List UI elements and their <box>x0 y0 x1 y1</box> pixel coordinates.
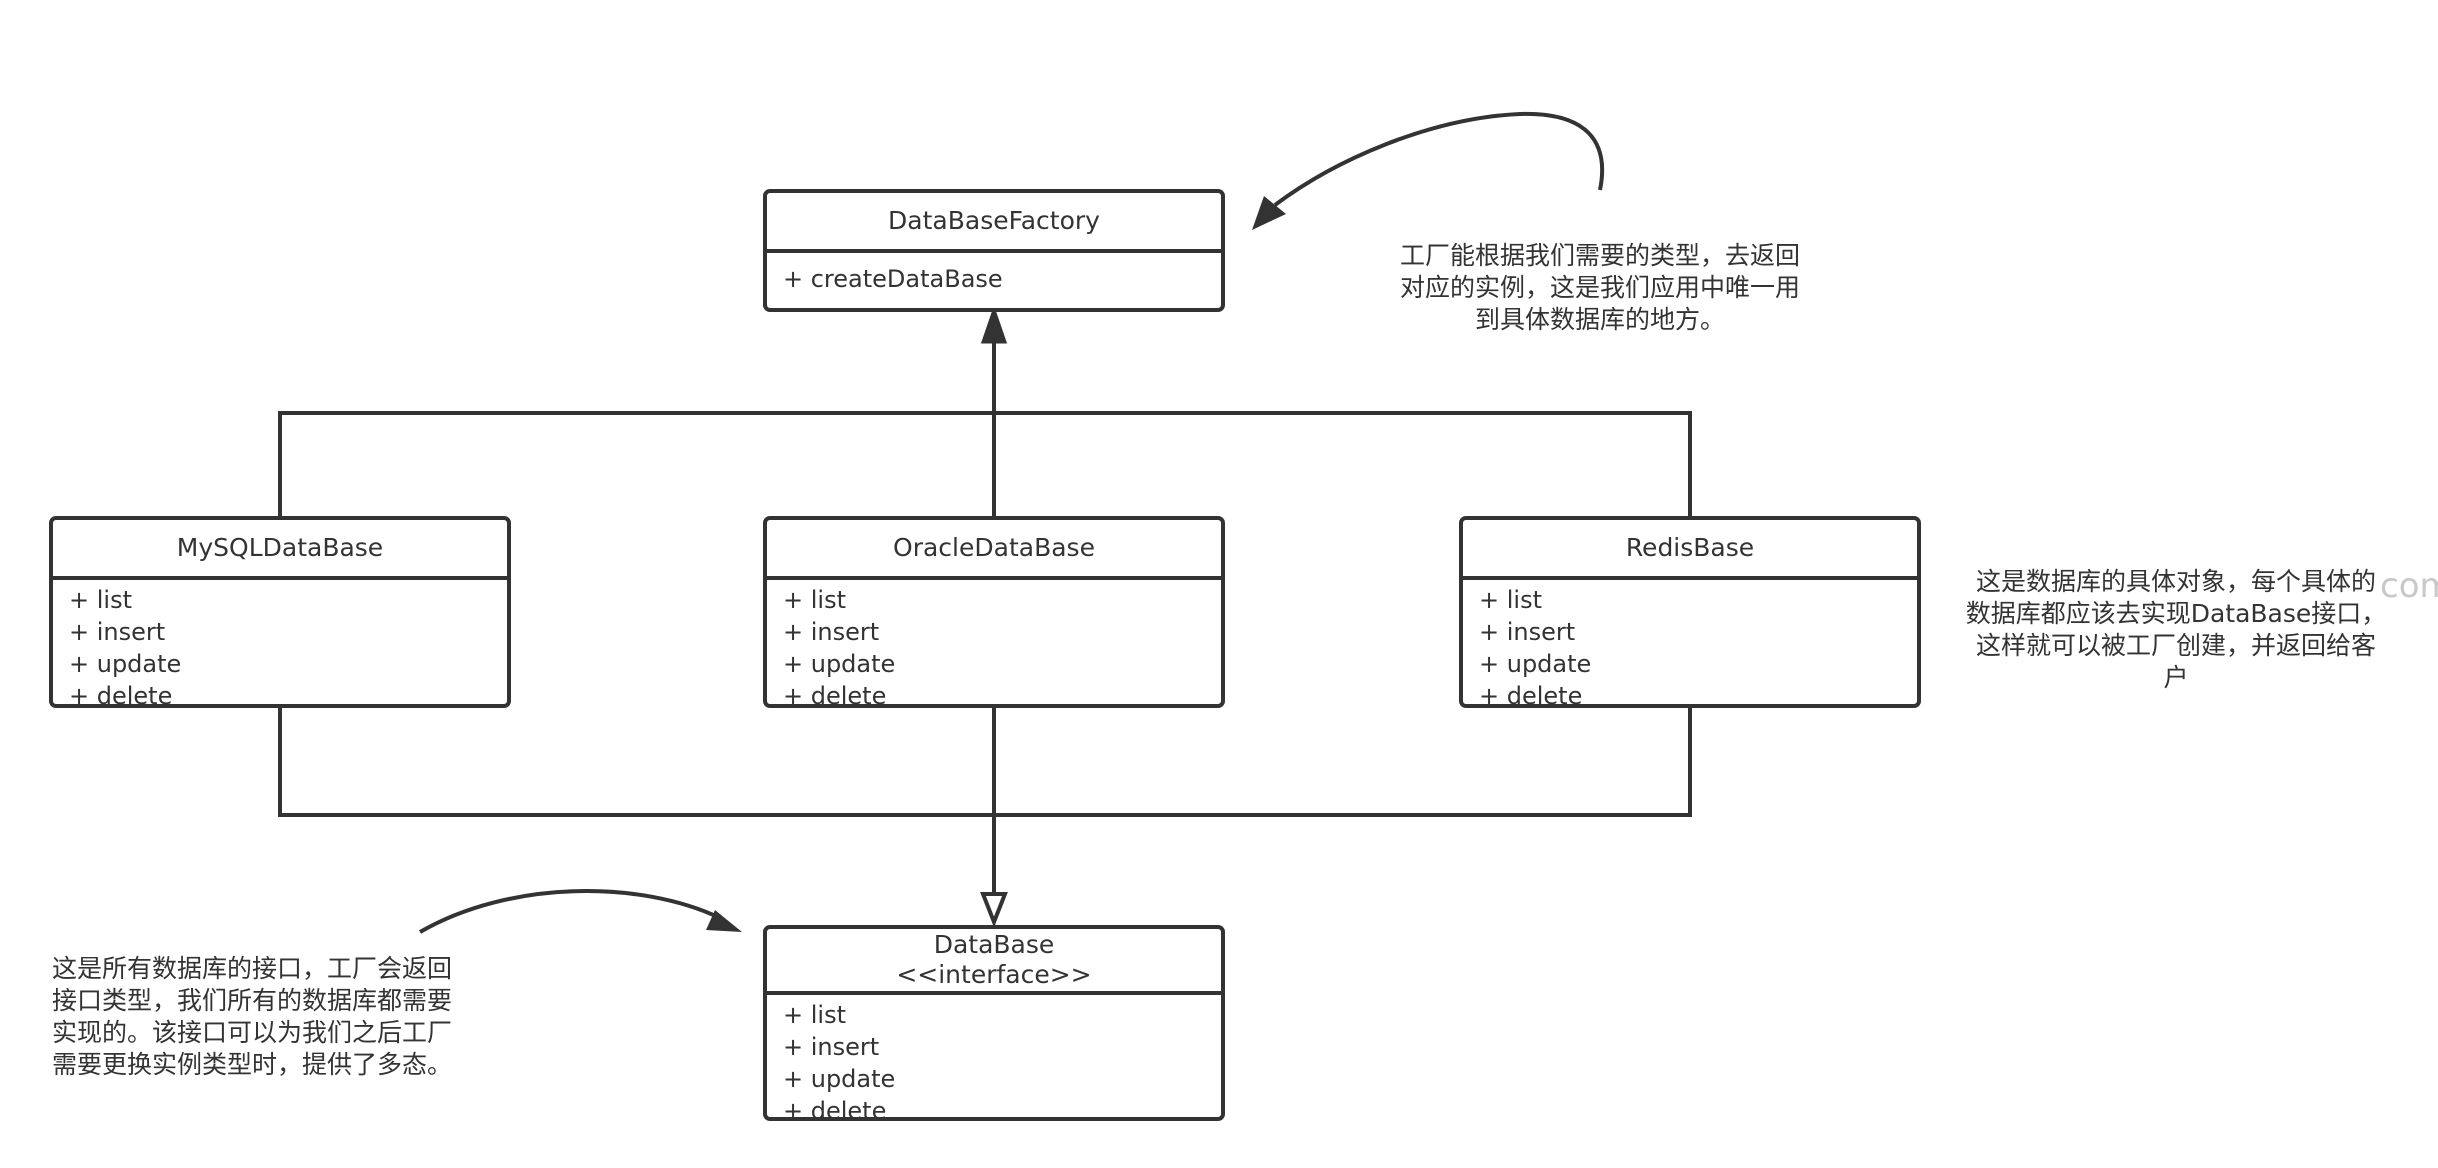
operation-item: + insert <box>783 618 880 646</box>
operation-item: + delete <box>783 1097 887 1125</box>
operations-list: + list + insert + update + delete <box>1463 580 1917 712</box>
class-name: OracleDataBase <box>893 533 1095 562</box>
class-redisbase[interactable]: RedisBase + list + insert + update + del… <box>1459 516 1921 710</box>
class-stereotype: <<interface>> <box>896 960 1092 989</box>
class-header: MySQLDataBase <box>53 520 507 580</box>
factory-note-arrowhead <box>1252 196 1286 230</box>
realization-triangle <box>980 892 1008 928</box>
operation-item: + update <box>783 1065 896 1093</box>
operation-item: + insert <box>69 618 166 646</box>
operations-list: + list + insert + update + delete <box>767 995 1221 1127</box>
class-name: RedisBase <box>1625 533 1755 562</box>
operation-item: + list <box>1479 586 1542 614</box>
operations-list: + list + insert + update + delete <box>767 580 1221 712</box>
watermark: com <box>2380 566 2438 606</box>
class-oracledatabase[interactable]: OracleDataBase + list + insert + update … <box>763 516 1225 710</box>
operation-item: + delete <box>69 682 173 710</box>
lower-bus-line <box>278 708 1692 817</box>
operation-item: + update <box>1479 650 1592 678</box>
factory-note: 工厂能根据我们需要的类型，去返回对应的实例，这是我们应用中唯一用到具体数据库的地… <box>1399 241 1800 334</box>
operation-item: + list <box>783 1001 846 1029</box>
operations-list: + list + insert + update + delete <box>53 580 507 712</box>
interface-note-curve <box>419 889 721 934</box>
interface-note: 这是所有数据库的接口，工厂会返回接口类型，我们所有的数据库都需要实现的。该接口可… <box>52 954 453 1079</box>
operation-item: + delete <box>783 682 887 710</box>
class-header: DataBaseFactory <box>767 193 1221 253</box>
class-name: MySQLDataBase <box>176 533 384 562</box>
upper-bus-line <box>278 411 1692 516</box>
operation-item: + insert <box>783 1033 880 1061</box>
class-name: DataBaseFactory <box>888 206 1100 235</box>
interface-database[interactable]: DataBase <<interface>> + list + insert +… <box>763 925 1225 1125</box>
factory-arrowhead <box>980 305 1008 344</box>
operation-item: + list <box>783 586 846 614</box>
operation-item: + insert <box>1479 618 1576 646</box>
class-mysqldatabase[interactable]: MySQLDataBase + list + insert + update +… <box>49 516 511 710</box>
operation-item: + update <box>69 650 182 678</box>
implementation-note: 这是数据库的具体对象，每个具体的数据库都应该去实现DataBase接口，这样就可… <box>1965 567 2387 692</box>
interface-note-arrowhead <box>706 910 742 932</box>
class-name: DataBase <box>933 930 1055 959</box>
operations-list: + createDataBase <box>767 253 1221 301</box>
operation-item: + list <box>69 586 132 614</box>
class-header: OracleDataBase <box>767 520 1221 580</box>
class-header: RedisBase <box>1463 520 1917 580</box>
operation-item: + delete <box>1479 682 1583 710</box>
operation-item: + update <box>783 650 896 678</box>
factory-note-curve <box>1273 111 1605 207</box>
operation-item: + createDataBase <box>783 265 1003 293</box>
class-header: DataBase <<interface>> <box>767 929 1221 995</box>
class-databasefactory[interactable]: DataBaseFactory + createDataBase <box>763 189 1225 312</box>
